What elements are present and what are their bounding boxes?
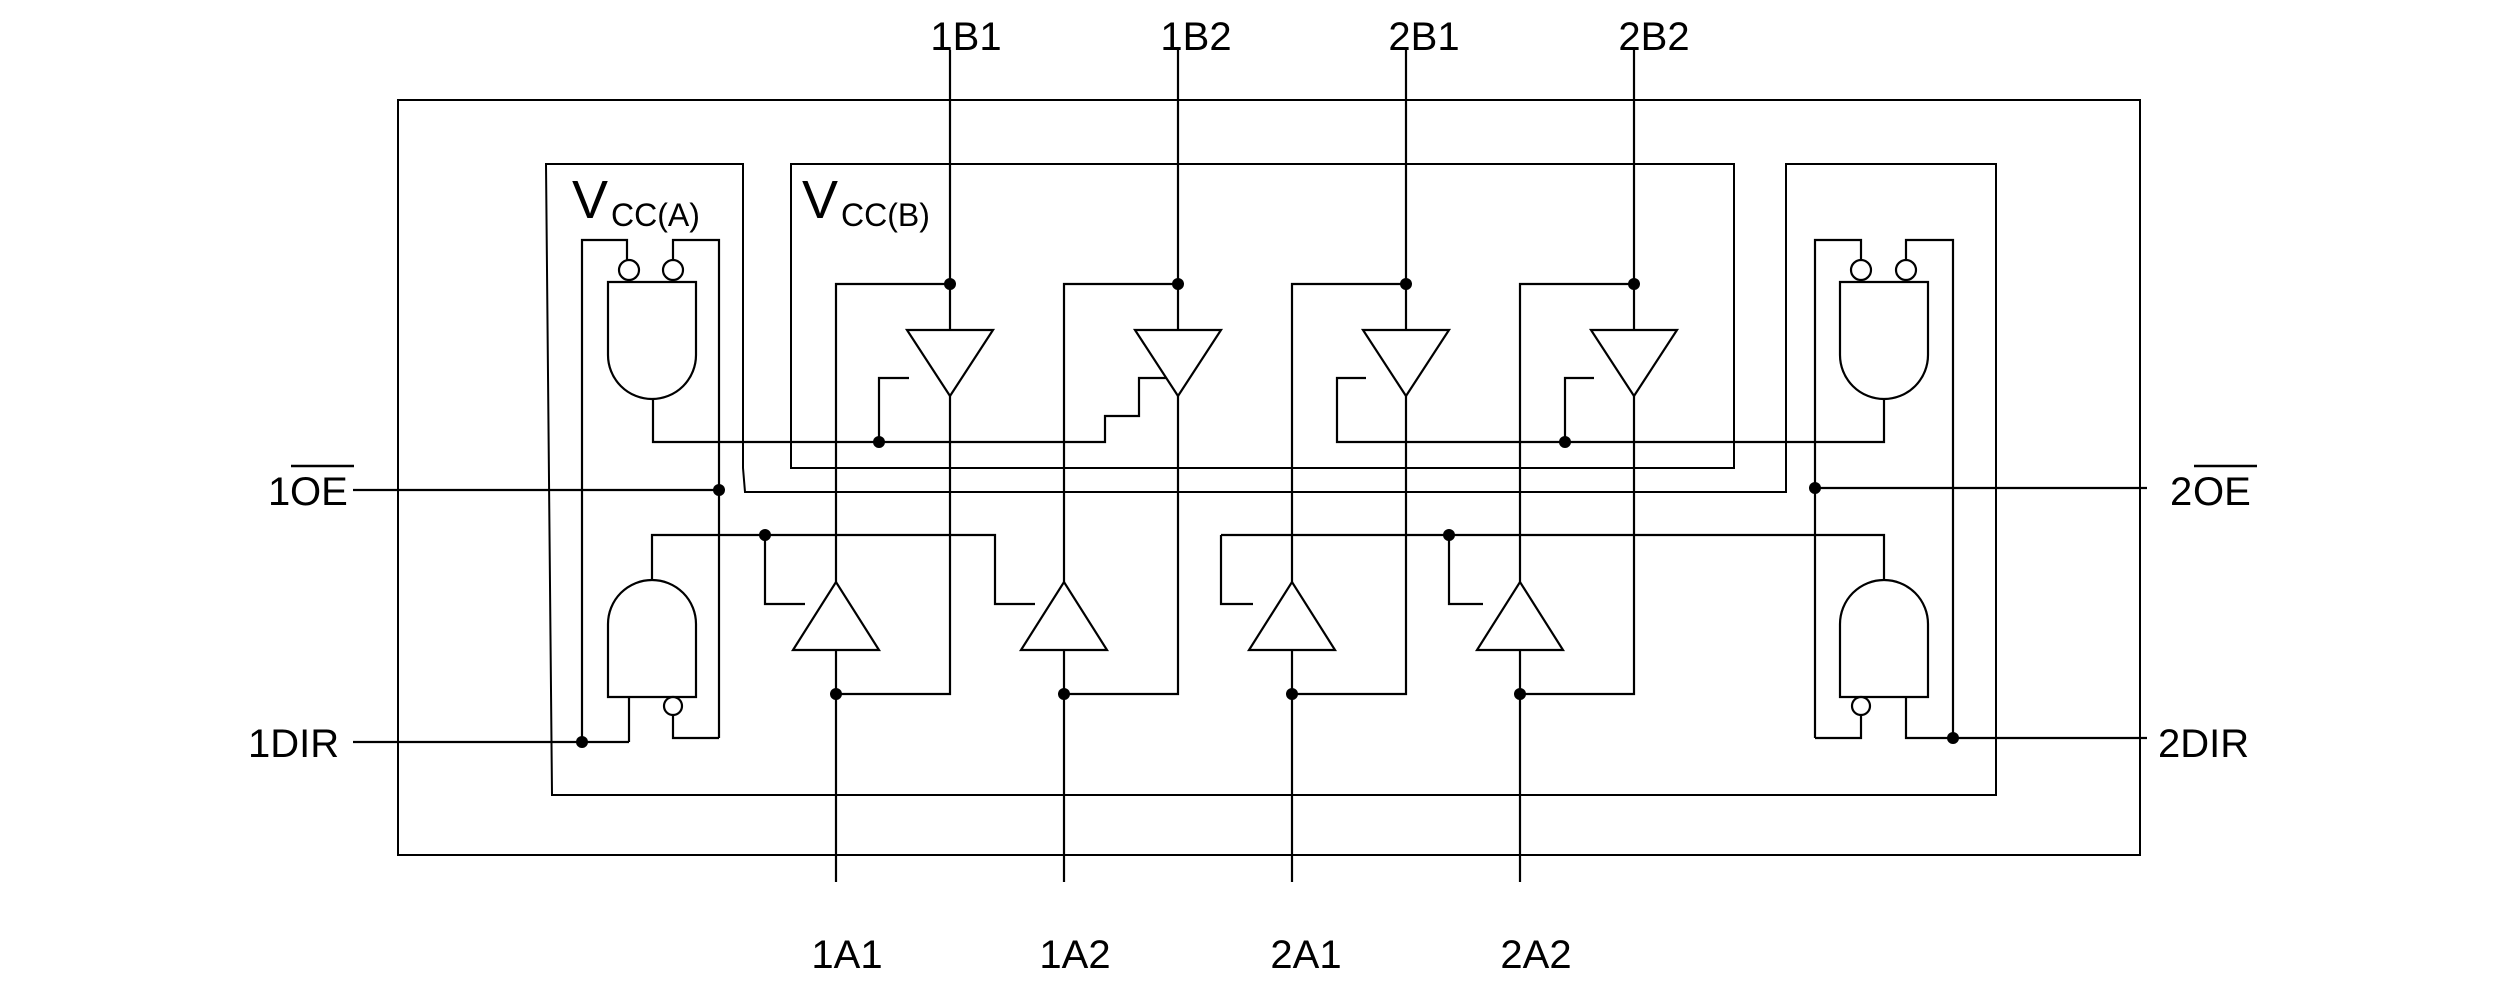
junction-a-4 [1514, 688, 1526, 700]
pin-label-2a1: 2A1 [1270, 933, 1341, 977]
pin-label-1a2: 1A2 [1039, 933, 1110, 977]
package-outline [397, 99, 2141, 856]
junction-b-1 [944, 278, 956, 290]
a-column-wire-1 [834, 282, 950, 882]
b-driver-output-2 [1064, 396, 1180, 696]
control-logic-2 [1219, 238, 2147, 744]
junction-b-4 [1628, 278, 1640, 290]
buffer-b-to-a-3 [1360, 328, 1452, 399]
vccb-label: V CC(B) [802, 170, 930, 233]
a-column-wire-3 [1290, 282, 1406, 882]
channel-buffers [791, 50, 1680, 882]
pin-label-2b1: 2B1 [1388, 15, 1459, 59]
buffer-b-to-a-4 [1588, 328, 1680, 399]
buffer-b-to-a-2 [1132, 328, 1224, 399]
control-logic-1 [353, 238, 1181, 748]
and-gate-lower-1 [606, 578, 698, 699]
pin-label-1oe-name: OE [290, 470, 348, 514]
b-driver-output-4 [1520, 396, 1636, 696]
pin-label-2oe-name: OE [2193, 470, 2251, 514]
vcca-label-sub: CC(A) [611, 197, 700, 233]
junction-a-2 [1058, 688, 1070, 700]
vcca-label: V CC(A) [572, 170, 700, 233]
pin-label-1oe-prefix: 1 [268, 470, 290, 514]
a-column-wire-2 [1062, 282, 1178, 882]
vccb-label-sub: CC(B) [841, 197, 930, 233]
bottom-pin-labels: 1A1 1A2 2A1 2A2 [811, 933, 1571, 977]
and-gate-lower-2 [1838, 578, 1930, 699]
pin-label-2oe: 2 OE [2170, 464, 2257, 514]
pin-label-2a2: 2A2 [1500, 933, 1571, 977]
and-gate-upper-1 [606, 280, 698, 401]
buffer-a-to-b-2 [1019, 579, 1109, 652]
vccb-label-main: V [802, 170, 838, 230]
junction-a-1 [830, 688, 842, 700]
b-driver-output-1 [836, 396, 952, 696]
top-pin-labels: 1B1 1B2 2B1 2B2 [930, 15, 1689, 59]
pin-label-2b2: 2B2 [1618, 15, 1689, 59]
pin-label-2dir: 2DIR [2158, 722, 2249, 766]
pin-label-1b1: 1B1 [930, 15, 1001, 59]
buffer-b-to-a-1 [904, 328, 996, 399]
b-driver-output-3 [1292, 396, 1408, 696]
buffer-a-to-b-4 [1475, 579, 1565, 652]
junction-b-3 [1400, 278, 1412, 290]
buffer-a-to-b-1 [791, 579, 881, 652]
pin-label-1dir: 1DIR [248, 722, 339, 766]
junction-a-3 [1286, 688, 1298, 700]
junction-b-2 [1172, 278, 1184, 290]
vcca-domain-outline [544, 163, 1997, 796]
buffer-a-to-b-3 [1247, 579, 1337, 652]
vccb-domain-outline [790, 163, 1735, 469]
and-gate-upper-2 [1838, 280, 1930, 401]
a-column-wire-4 [1518, 282, 1634, 882]
vcca-label-main: V [572, 170, 608, 230]
pin-label-1a1: 1A1 [811, 933, 882, 977]
pin-label-1oe: 1 OE [268, 464, 354, 514]
pin-label-2oe-prefix: 2 [2170, 470, 2192, 514]
pin-label-1b2: 1B2 [1160, 15, 1231, 59]
